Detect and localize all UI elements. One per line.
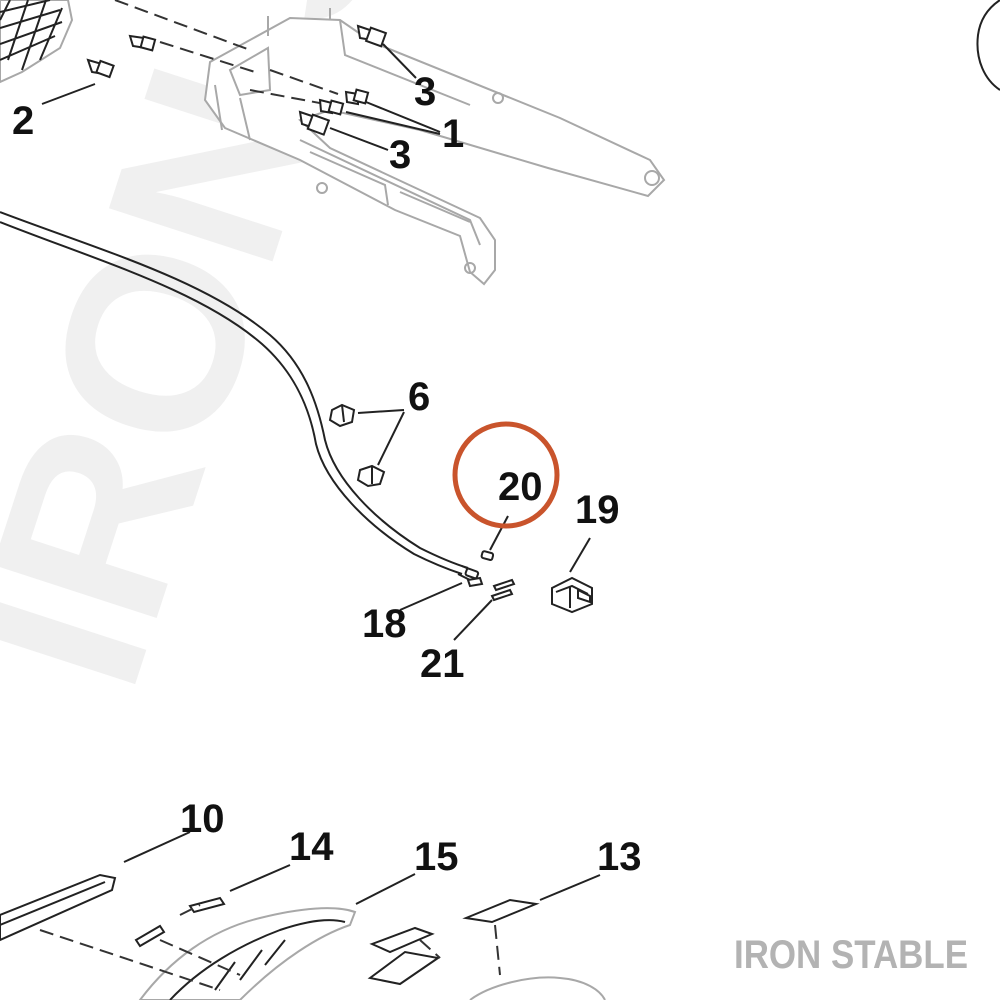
callout-14: 14 xyxy=(289,825,334,869)
fender-ghost xyxy=(138,907,357,1000)
callout-3-upper: 3 xyxy=(414,70,436,114)
callout-10: 10 xyxy=(180,797,225,841)
lower-assembly xyxy=(0,873,606,1000)
brand-mark: IRON STABLE xyxy=(734,933,968,977)
callout-6: 6 xyxy=(408,375,430,419)
pad-14 xyxy=(188,896,226,914)
assembly-lines-upper xyxy=(114,0,339,105)
callout-1: 1 xyxy=(442,112,464,156)
clip-lower xyxy=(356,464,386,488)
pad-small xyxy=(134,924,166,948)
callout-15: 15 xyxy=(414,835,459,879)
swingarm-ghost xyxy=(203,8,666,286)
leader-lines xyxy=(41,43,601,905)
wheel-edge-ghost xyxy=(976,0,1000,91)
seal-20 xyxy=(480,550,495,561)
callout-20: 20 xyxy=(498,465,543,509)
bolt-1-a xyxy=(344,88,370,106)
bolt-screws xyxy=(86,24,388,136)
callout-13: 13 xyxy=(597,835,642,879)
cable-clips-6 xyxy=(328,403,386,488)
connector-19 xyxy=(551,576,593,614)
pin-21 xyxy=(490,578,516,602)
callout-labels: 1 2 3 3 6 20 19 18 21 10 14 15 13 xyxy=(12,70,642,879)
bolt-3-lower xyxy=(298,110,331,136)
callout-2: 2 xyxy=(12,99,34,143)
pad-15b xyxy=(367,950,441,986)
highlight-circle xyxy=(452,421,560,529)
terminal-18 xyxy=(464,567,480,580)
bolt-1-b xyxy=(318,98,345,116)
callout-3-lower: 3 xyxy=(389,133,411,177)
callout-21: 21 xyxy=(420,642,465,686)
strip-10 xyxy=(0,873,117,942)
clip-upper xyxy=(328,403,356,428)
plate-13 xyxy=(462,898,540,924)
bolt-3-upper xyxy=(356,24,388,48)
callout-19: 19 xyxy=(575,488,620,532)
grille-part-ghost xyxy=(0,0,74,84)
terminal-parts xyxy=(464,550,516,602)
callout-18: 18 xyxy=(362,602,407,646)
pad-15a xyxy=(369,926,435,954)
bolt-2 xyxy=(86,58,115,79)
bolt-top-left xyxy=(128,34,157,52)
